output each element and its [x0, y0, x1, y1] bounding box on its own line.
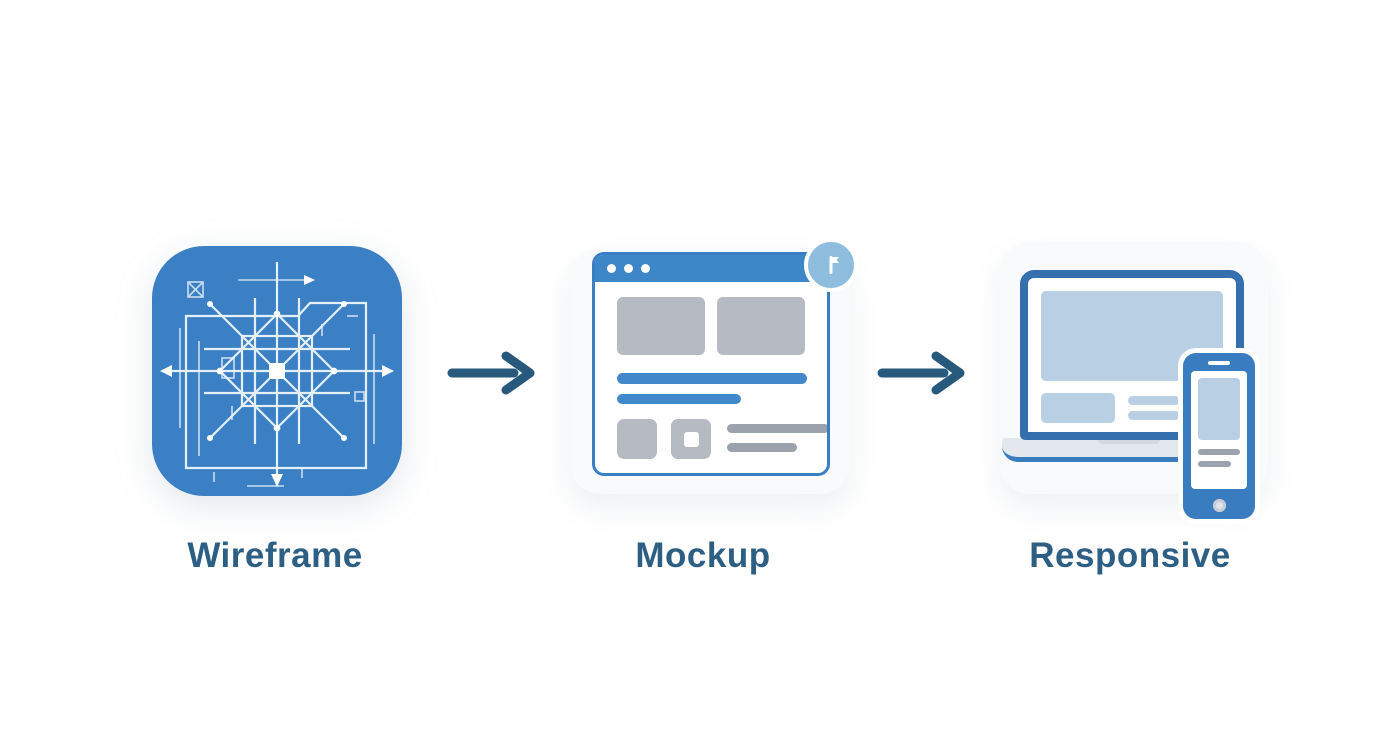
flag-icon — [829, 256, 839, 274]
step-label-mockup: Mockup — [635, 536, 771, 575]
responsive-devices-icon — [1000, 242, 1268, 519]
blueprint-wireframe-icon — [152, 245, 402, 497]
blueprint-svg — [152, 246, 402, 496]
inner-square-icon — [683, 431, 699, 447]
phone-home-button — [1213, 499, 1226, 512]
text-bar-blue — [617, 373, 807, 384]
text-bar-gray — [727, 424, 827, 433]
image-placeholder-block — [617, 297, 705, 355]
laptop-base-notch — [1098, 438, 1160, 444]
step-label-wireframe: Wireframe — [187, 536, 363, 575]
phone-content-block — [1198, 378, 1240, 440]
phone-text-bar — [1198, 449, 1240, 455]
phone-text-bar — [1198, 461, 1231, 467]
arrow-right-icon — [876, 350, 968, 396]
browser-mockup-icon — [570, 238, 858, 494]
window-dot — [641, 264, 650, 273]
phone-speaker — [1208, 361, 1230, 365]
thumbnail-tile — [617, 419, 657, 459]
browser-titlebar — [595, 255, 827, 282]
text-bar-gray — [727, 443, 797, 452]
thumbnail-tile-with-icon — [671, 419, 711, 459]
flag-badge — [804, 238, 858, 292]
screen-content-block — [1041, 393, 1115, 423]
phone-screen — [1191, 371, 1247, 489]
screen-text-bar — [1128, 411, 1180, 420]
browser-window — [592, 252, 830, 476]
smartphone — [1183, 353, 1255, 519]
arrow-right-icon — [446, 350, 538, 396]
screen-text-bar — [1128, 396, 1180, 405]
window-dot — [607, 264, 616, 273]
window-dot — [624, 264, 633, 273]
step-label-responsive: Responsive — [1029, 536, 1231, 575]
text-bar-blue — [617, 394, 741, 404]
image-placeholder-block — [717, 297, 805, 355]
